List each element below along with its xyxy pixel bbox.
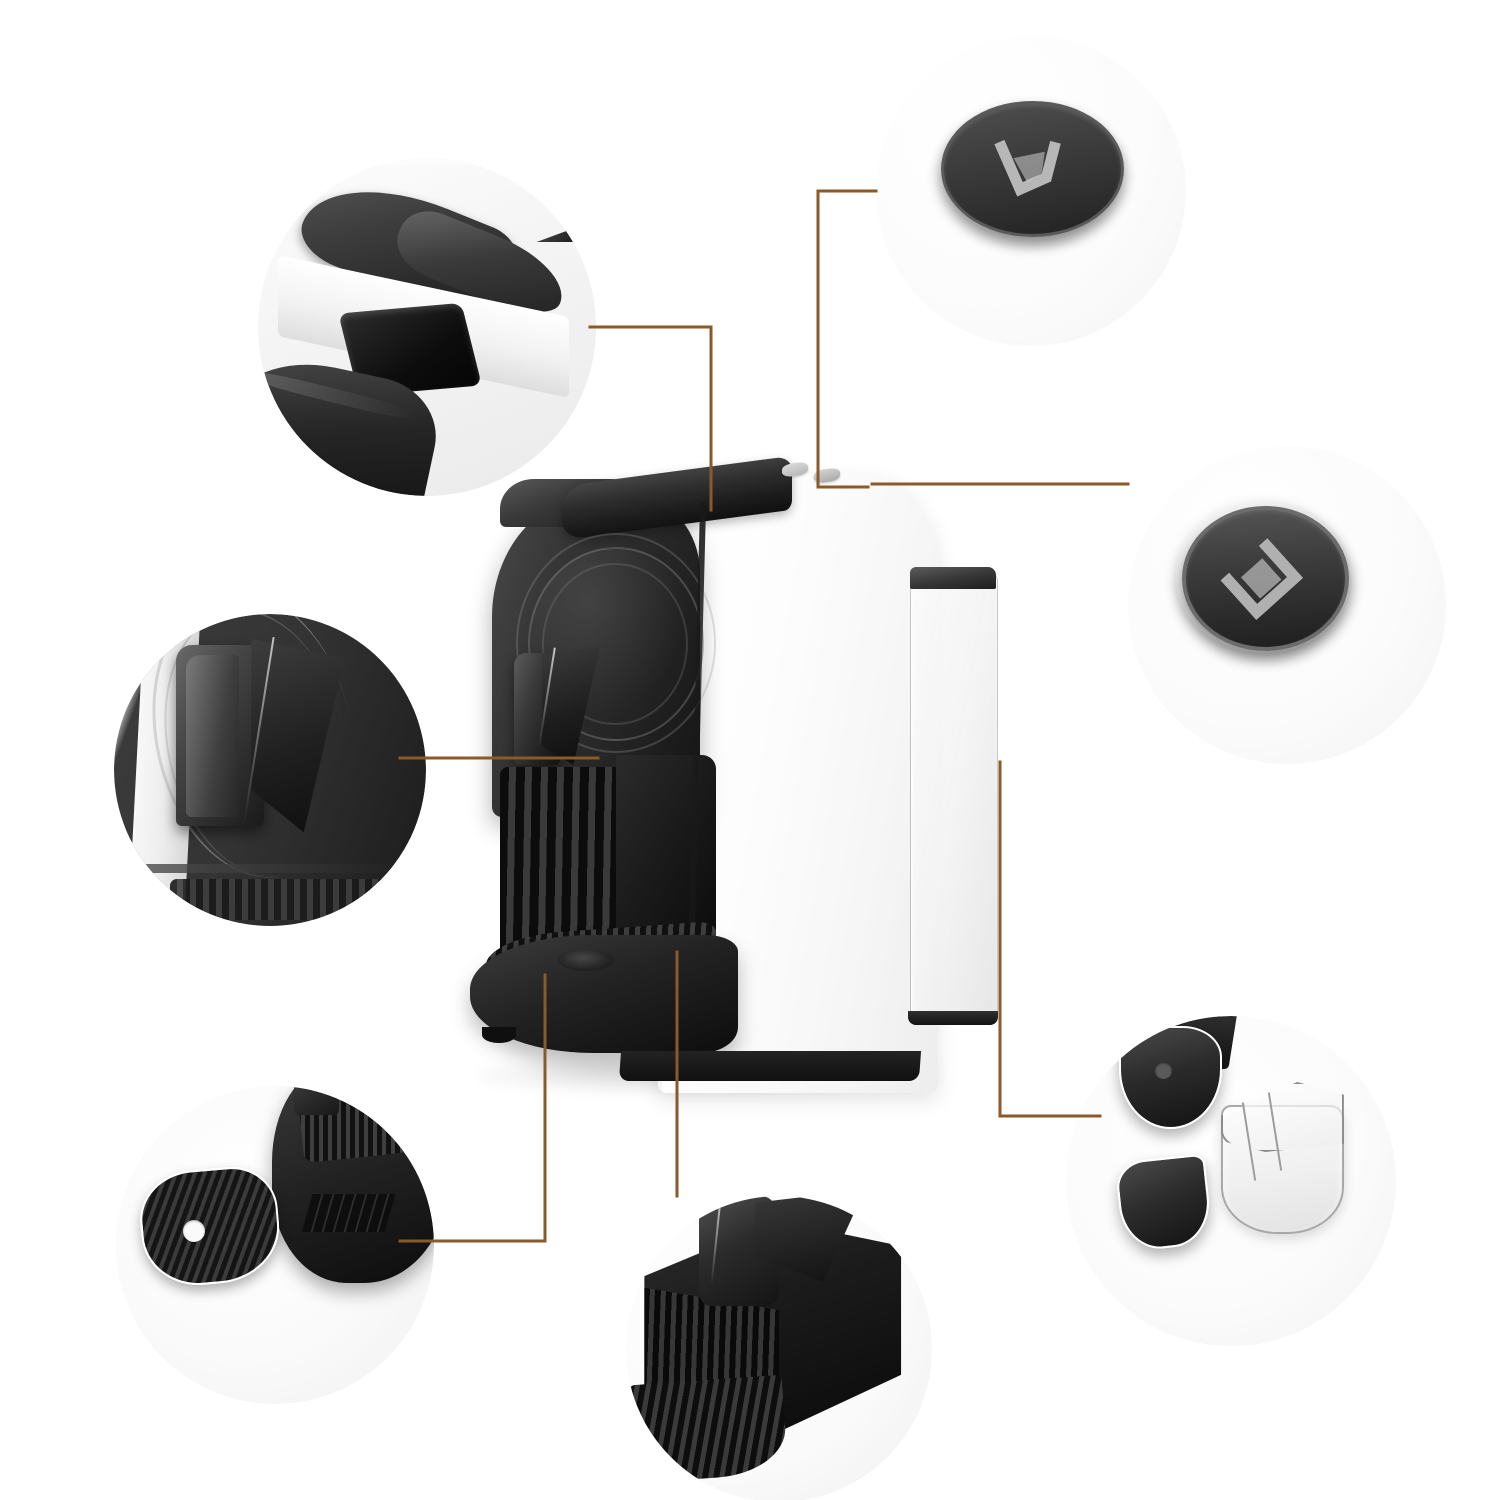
drip-tray-spout-stub bbox=[294, 1086, 339, 1115]
machine-water-tank[interactable] bbox=[910, 573, 998, 1025]
spout-lower-ribs bbox=[170, 879, 395, 920]
callout-coffee-spout-photo bbox=[114, 614, 426, 926]
callout-capsule-container-photo bbox=[626, 1196, 932, 1500]
callout-espresso-button[interactable] bbox=[1128, 446, 1446, 764]
machine-head-ring-outer bbox=[516, 533, 716, 753]
callout-capsule-lever[interactable] bbox=[258, 158, 596, 496]
callout-drip-tray[interactable] bbox=[116, 1086, 434, 1404]
callout-water-tank-photo bbox=[1066, 1016, 1396, 1346]
machine-base-plate bbox=[618, 1051, 922, 1081]
drip-tray-grate-hole bbox=[182, 1219, 206, 1242]
lungo-cup-icon bbox=[994, 139, 1062, 197]
machine-tray-foot bbox=[482, 1027, 516, 1043]
coffee-machine-product-photo[interactable] bbox=[470, 455, 1070, 1135]
lungo-button[interactable] bbox=[941, 101, 1124, 238]
drip-tray-inner-lines bbox=[301, 1194, 395, 1233]
spout-nozzle-face bbox=[185, 654, 239, 817]
machine-water-tank-base bbox=[908, 1011, 998, 1025]
espresso-cup-icon bbox=[1220, 537, 1304, 620]
callout-capsule-container[interactable] bbox=[626, 1196, 932, 1500]
callout-drip-tray-photo bbox=[116, 1086, 434, 1404]
callout-espresso-button-photo bbox=[1128, 446, 1446, 764]
machine-cup-rest-marking bbox=[558, 949, 614, 971]
water-tank-lid-icon bbox=[1118, 1025, 1222, 1129]
spout-shelf-edge bbox=[145, 863, 414, 873]
callout-lungo-button[interactable] bbox=[876, 36, 1186, 346]
callout-lungo-button-photo bbox=[876, 36, 1186, 346]
machine-head-ring-inner bbox=[542, 563, 688, 725]
callout-capsule-lever-photo bbox=[258, 158, 596, 496]
callout-coffee-spout[interactable] bbox=[114, 614, 426, 926]
machine-water-tank-lid[interactable] bbox=[910, 567, 996, 589]
connector-button-lungo bbox=[816, 189, 878, 489]
callout-water-tank[interactable] bbox=[1066, 1016, 1396, 1346]
water-tank-lid-knob bbox=[1155, 1062, 1172, 1079]
